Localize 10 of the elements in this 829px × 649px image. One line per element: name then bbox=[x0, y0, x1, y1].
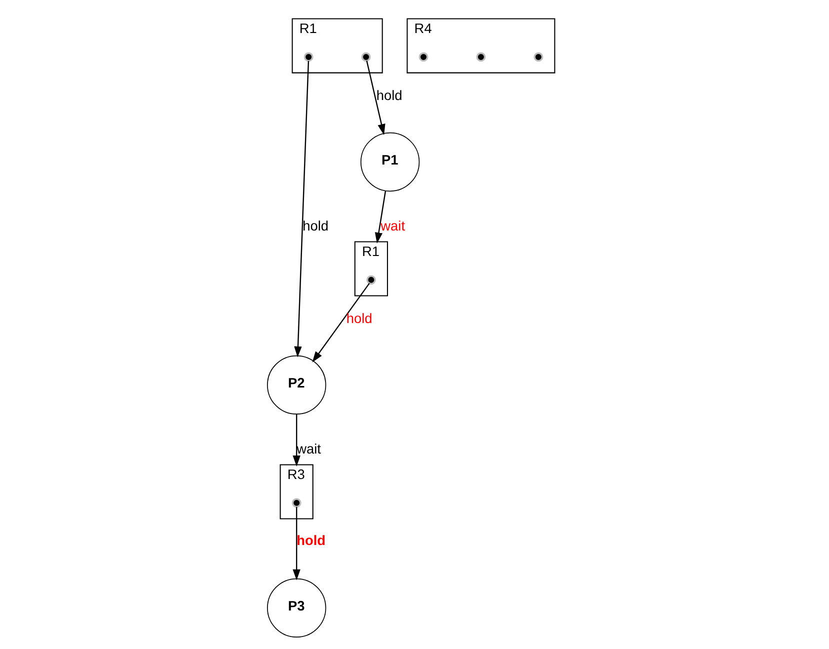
edge-label: wait bbox=[296, 441, 321, 456]
edge-label: hold bbox=[296, 533, 326, 548]
edge-label: hold bbox=[376, 88, 402, 104]
node-label: R4 bbox=[414, 21, 432, 36]
edge-label: wait bbox=[380, 218, 406, 234]
node-label: R1 bbox=[299, 21, 317, 36]
node-label: R1 bbox=[362, 244, 380, 260]
edge-label: hold bbox=[302, 218, 329, 234]
node-label: R3 bbox=[287, 467, 305, 482]
edge-label: hold bbox=[346, 311, 372, 326]
